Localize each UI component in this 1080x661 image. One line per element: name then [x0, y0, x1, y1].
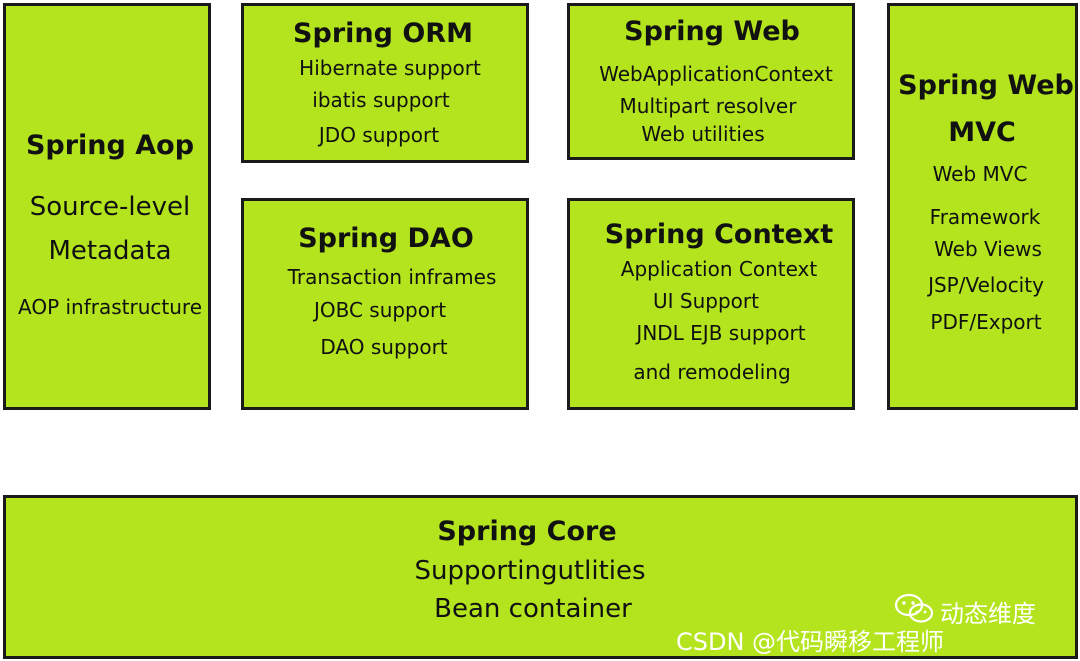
- spring-core-title: Spring Core: [437, 516, 617, 547]
- spring-orm-title: Spring ORM: [293, 18, 473, 49]
- spring-web-line-2: Multipart resolver: [619, 94, 797, 118]
- wechat-icon: [894, 593, 934, 623]
- spring-web-title: Spring Web: [624, 16, 800, 47]
- spring-aop-line-1: Source-level: [29, 192, 191, 222]
- spring-context-line-4: and remodeling: [633, 360, 791, 384]
- spring-core-box: Spring Core Supportingutlities Bean cont…: [3, 495, 1078, 659]
- spring-web-line-1: WebApplicationContext: [599, 62, 833, 86]
- spring-orm-line-2: ibatis support: [312, 88, 450, 112]
- spring-web-mvc-line-5: PDF/Export: [930, 310, 1042, 334]
- spring-web-box: Spring Web WebApplicationContext Multipa…: [567, 3, 855, 160]
- spring-web-mvc-line-2: Framework: [929, 205, 1041, 229]
- spring-context-line-2: UI Support: [653, 289, 759, 313]
- spring-core-line-2: Bean container: [434, 594, 632, 624]
- spring-context-line-3: JNDL EJB support: [636, 321, 806, 345]
- spring-web-mvc-title-line-2: MVC: [948, 117, 1016, 148]
- csdn-watermark: CSDN @代码瞬移工程师: [676, 628, 945, 656]
- spring-orm-line-3: JDO support: [318, 123, 440, 147]
- spring-aop-title: Spring Aop: [25, 130, 195, 161]
- spring-aop-line-2: Metadata: [48, 236, 172, 266]
- spring-dao-line-1: Transaction inframes: [287, 265, 497, 289]
- spring-orm-box: Spring ORM Hibernate support ibatis supp…: [241, 3, 529, 163]
- spring-web-mvc-line-3: Web Views: [934, 237, 1042, 261]
- spring-aop-box: Spring Aop Source-level Metadata AOP inf…: [3, 3, 211, 410]
- spring-dao-line-2: JOBC support: [313, 298, 447, 322]
- spring-context-box: Spring Context Application Context UI Su…: [567, 198, 855, 410]
- spring-web-line-3: Web utilities: [641, 122, 765, 146]
- spring-context-line-1: Application Context: [620, 257, 818, 281]
- spring-dao-box: Spring DAO Transaction inframes JOBC sup…: [241, 198, 529, 410]
- spring-orm-line-1: Hibernate support: [299, 56, 481, 80]
- spring-aop-line-3: AOP infrastructure: [17, 295, 203, 319]
- spring-web-mvc-line-4: JSP/Velocity: [928, 273, 1044, 297]
- spring-web-mvc-line-1: Web MVC: [932, 162, 1028, 186]
- spring-web-mvc-box: Spring Web MVC Web MVC Framework Web Vie…: [887, 3, 1078, 410]
- spring-dao-title: Spring DAO: [298, 223, 474, 254]
- wechat-account-name: 动态维度: [940, 600, 1036, 628]
- spring-core-line-1: Supportingutlities: [414, 556, 646, 586]
- spring-context-title: Spring Context: [604, 219, 834, 250]
- spring-web-mvc-title-line-1: Spring Web: [898, 70, 1074, 101]
- spring-dao-line-3: DAO support: [320, 335, 448, 359]
